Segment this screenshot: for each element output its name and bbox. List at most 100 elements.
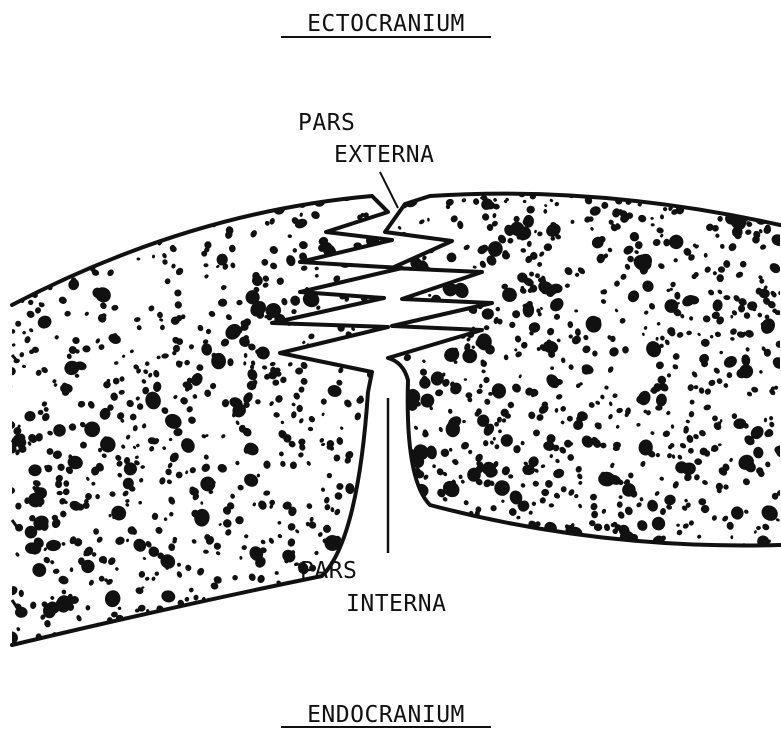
bone-pore [322, 630, 329, 637]
bone-pore [698, 387, 705, 395]
bone-pore [151, 512, 159, 520]
bone-pore [684, 498, 689, 503]
bone-pore [200, 342, 213, 356]
bone-pore [43, 406, 50, 413]
bone-pore [188, 466, 197, 475]
bone-pore [29, 196, 39, 206]
bone-pore [93, 528, 99, 535]
bone-pore [496, 537, 511, 553]
bone-pore [679, 442, 687, 450]
bone-pore [541, 489, 549, 497]
bone-pore [739, 260, 748, 269]
bone-pore [152, 369, 160, 378]
bone-pore [414, 531, 423, 540]
bone-pore [85, 229, 94, 238]
bone-pore [19, 351, 25, 358]
bone-pore [376, 332, 383, 339]
bone-pore [109, 491, 116, 497]
bone-pore [707, 288, 715, 296]
bone-pore [463, 499, 470, 506]
bone-pore [635, 518, 649, 533]
bone-pore [488, 392, 492, 396]
bone-pore [85, 476, 90, 481]
bone-pore [150, 202, 160, 212]
bone-pore [176, 570, 183, 578]
bone-pore [290, 411, 297, 419]
bone-pore [619, 273, 627, 281]
bone-pore [504, 354, 509, 360]
bone-pore [685, 419, 690, 424]
bone-pore [511, 309, 521, 319]
bone-pore [84, 311, 90, 317]
bone-pore [694, 458, 703, 466]
bone-pore [171, 263, 177, 269]
bone-pore [203, 389, 212, 398]
bone-pore [399, 550, 407, 559]
bone-pore [109, 213, 115, 219]
bone-pore [438, 426, 444, 432]
bone-pore [442, 529, 450, 537]
bone-pore [406, 529, 416, 539]
bone-pore [492, 213, 497, 219]
bone-pore [47, 430, 54, 436]
bone-pore [71, 189, 82, 200]
bone-pore [730, 535, 733, 539]
bone-pore [691, 370, 699, 378]
bone-pore [41, 400, 48, 408]
bone-pore [566, 453, 575, 462]
bone-pore [496, 557, 500, 561]
bone-pore [624, 505, 635, 516]
bone-pore [555, 393, 563, 400]
bone-pore [91, 481, 96, 486]
bone-pore [188, 587, 194, 593]
bone-pore [126, 525, 138, 536]
bone-pore [53, 383, 57, 388]
bone-pore [494, 444, 499, 449]
bone-pore [599, 540, 603, 543]
bone-pore [373, 561, 382, 570]
bone-pore [401, 521, 409, 529]
bone-pore [170, 245, 176, 252]
bone-pore [761, 522, 770, 531]
bone-pore [248, 572, 257, 582]
bone-pore [138, 501, 142, 505]
bone-pore [759, 243, 767, 250]
bone-pore [404, 523, 408, 527]
bone-pore [101, 453, 108, 459]
bone-pore [11, 343, 16, 348]
bone-pore [120, 444, 126, 450]
bone-pore [323, 496, 330, 504]
bone-pore [768, 421, 775, 428]
bone-pore [128, 240, 135, 248]
bone-pore [403, 538, 409, 544]
bone-pore [615, 424, 620, 429]
bone-pore [559, 405, 567, 413]
bone-pore [463, 244, 471, 252]
bone-pore [200, 200, 205, 206]
bone-pore [82, 345, 90, 352]
bone-pore [563, 265, 574, 276]
bone-pore [712, 270, 718, 276]
bone-pore [313, 596, 325, 609]
bone-pore [401, 461, 406, 467]
bone-pore [593, 421, 603, 431]
bone-pore [427, 539, 434, 548]
bone-pore [49, 559, 55, 565]
bone-pore [10, 328, 16, 334]
bone-pore [256, 610, 261, 616]
bone-pore [597, 553, 605, 561]
bone-pore [573, 493, 579, 499]
bone-pore [392, 540, 405, 552]
bone-pore [777, 290, 781, 296]
bone-pore [614, 308, 619, 313]
bone-pore [173, 394, 179, 400]
bone-pore [635, 501, 642, 508]
bone-pore [56, 462, 66, 472]
bone-pore [613, 280, 621, 288]
bone-pore [564, 549, 571, 557]
bone-pore [481, 212, 490, 221]
bone-pore [532, 480, 539, 486]
bone-pore [285, 254, 297, 267]
bone-pore [717, 216, 723, 222]
bone-pore [650, 431, 655, 436]
